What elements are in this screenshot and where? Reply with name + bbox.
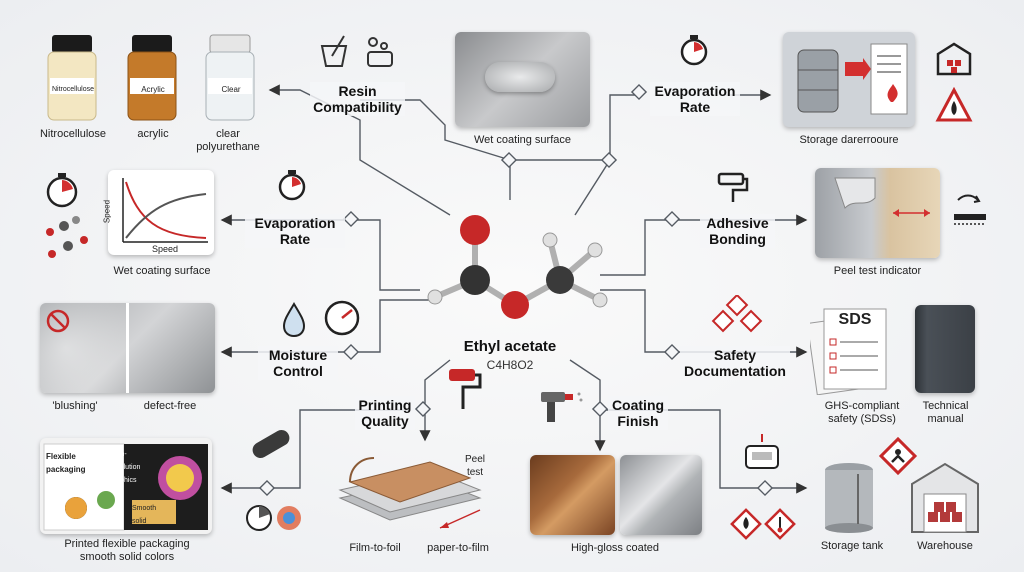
caption-storage-top: Storage darerrooure: [799, 134, 899, 146]
caption-nitrocellulose: Nitrocellulose: [39, 128, 107, 140]
caption-printed-packaging: Printed flexible packaging smooth solid …: [64, 538, 190, 563]
caption-defect-free: defect-free: [143, 400, 197, 412]
wet-coating-surface-photo: [455, 32, 590, 127]
technical-manual-book: [915, 305, 975, 393]
evaporation-graph: [108, 170, 214, 255]
brochure-title-flexible: Flexible packaging: [46, 452, 86, 474]
spray-gun-icon: [541, 392, 583, 422]
mixing-icon: [320, 35, 393, 67]
caption-warehouse: Warehouse: [917, 540, 973, 552]
caption-acrylic: acrylic: [137, 128, 169, 140]
resin-jars-image: [47, 34, 255, 121]
temperature-monitor-icon: [745, 434, 779, 469]
warehouse-image: [911, 462, 979, 533]
humidity-gauge-icons: [282, 300, 360, 338]
caption-high-gloss: High-gloss coated: [570, 542, 660, 554]
brochure-high-res: High- resolution graphics: [110, 451, 141, 484]
graph-x-axis-label: Speed: [151, 244, 179, 254]
adhesion-test-icon: [954, 194, 986, 225]
sds-document-title: SDS: [838, 311, 872, 328]
node-printing-quality: Printing Quality: [355, 396, 415, 430]
compound-name: Ethyl acetate: [463, 338, 557, 355]
node-coating-finish: Coating Finish: [608, 396, 668, 430]
jar-label-nitrocellulose: Nitrocellulose: [51, 86, 95, 93]
wood-gloss-sample: [530, 455, 615, 535]
graph-y-axis-label: Speed: [102, 199, 112, 224]
brochure-smooth-solid: Smooth solid: [132, 505, 157, 525]
node-resin-compatibility: Resin Compatibility: [310, 82, 405, 116]
peel-test-photo: [815, 168, 940, 258]
caption-film-to-foil: Film-to-foil: [349, 542, 401, 554]
storage-tank-image: [825, 463, 873, 533]
stopwatch-icon-left: [278, 170, 306, 201]
jar-label-clear: Clear: [221, 85, 241, 94]
stopwatch-icon: [680, 35, 708, 66]
caption-ghs-compliant: GHS-compliant safety (SDSs): [824, 400, 900, 425]
caption-technical-manual: Technical manual: [922, 400, 969, 425]
paint-roller-icon: [717, 172, 749, 202]
node-adhesive-bonding: Adhesive Bonding: [700, 214, 775, 248]
sds-document-image: [810, 305, 892, 395]
node-evaporation-rate-left: Evaporation Rate: [245, 214, 345, 248]
caption-wet-coating-top: Wet coating surface: [473, 134, 571, 146]
compound-formula: C4H8O2: [486, 358, 534, 372]
evaporation-icons: [46, 173, 88, 258]
jar-label-acrylic: Acrylic: [141, 85, 165, 94]
paint-roller-red-icon: [449, 369, 482, 409]
caption-peel-test: Peel test: [464, 454, 485, 478]
film-to-foil-layers: [338, 457, 482, 529]
warehouse-icon: [936, 42, 972, 76]
caption-clear-polyurethane: clear polyurethane: [196, 128, 260, 153]
health-hazard-icon: [878, 436, 918, 476]
flexible-packaging-brochure: [40, 438, 212, 534]
storage-drum-photo: [783, 32, 915, 127]
caption-blushing: 'blushing': [52, 400, 98, 412]
caption-paper-to-film: paper-to-film: [427, 542, 489, 554]
node-evaporation-rate-top: Evaporation Rate: [650, 82, 740, 116]
ethyl-acetate-molecule: [427, 215, 608, 319]
ghs-hazard-icons: [711, 295, 763, 333]
printing-icons: [246, 430, 301, 531]
caption-peel-test-indicator: Peel test indicator: [833, 265, 922, 277]
caption-wet-coating-left: Wet coating surface: [113, 265, 211, 277]
flammable-hazard-icons: [730, 508, 796, 540]
blushing-comparison-photo: [40, 303, 215, 393]
node-safety-documentation: Safety Documentation: [680, 346, 790, 380]
flammable-warning-icon: [935, 87, 973, 122]
node-moisture-control: Moisture Control: [258, 346, 338, 380]
caption-storage-tank: Storage tank: [820, 540, 884, 552]
metal-gloss-sample: [620, 455, 702, 535]
